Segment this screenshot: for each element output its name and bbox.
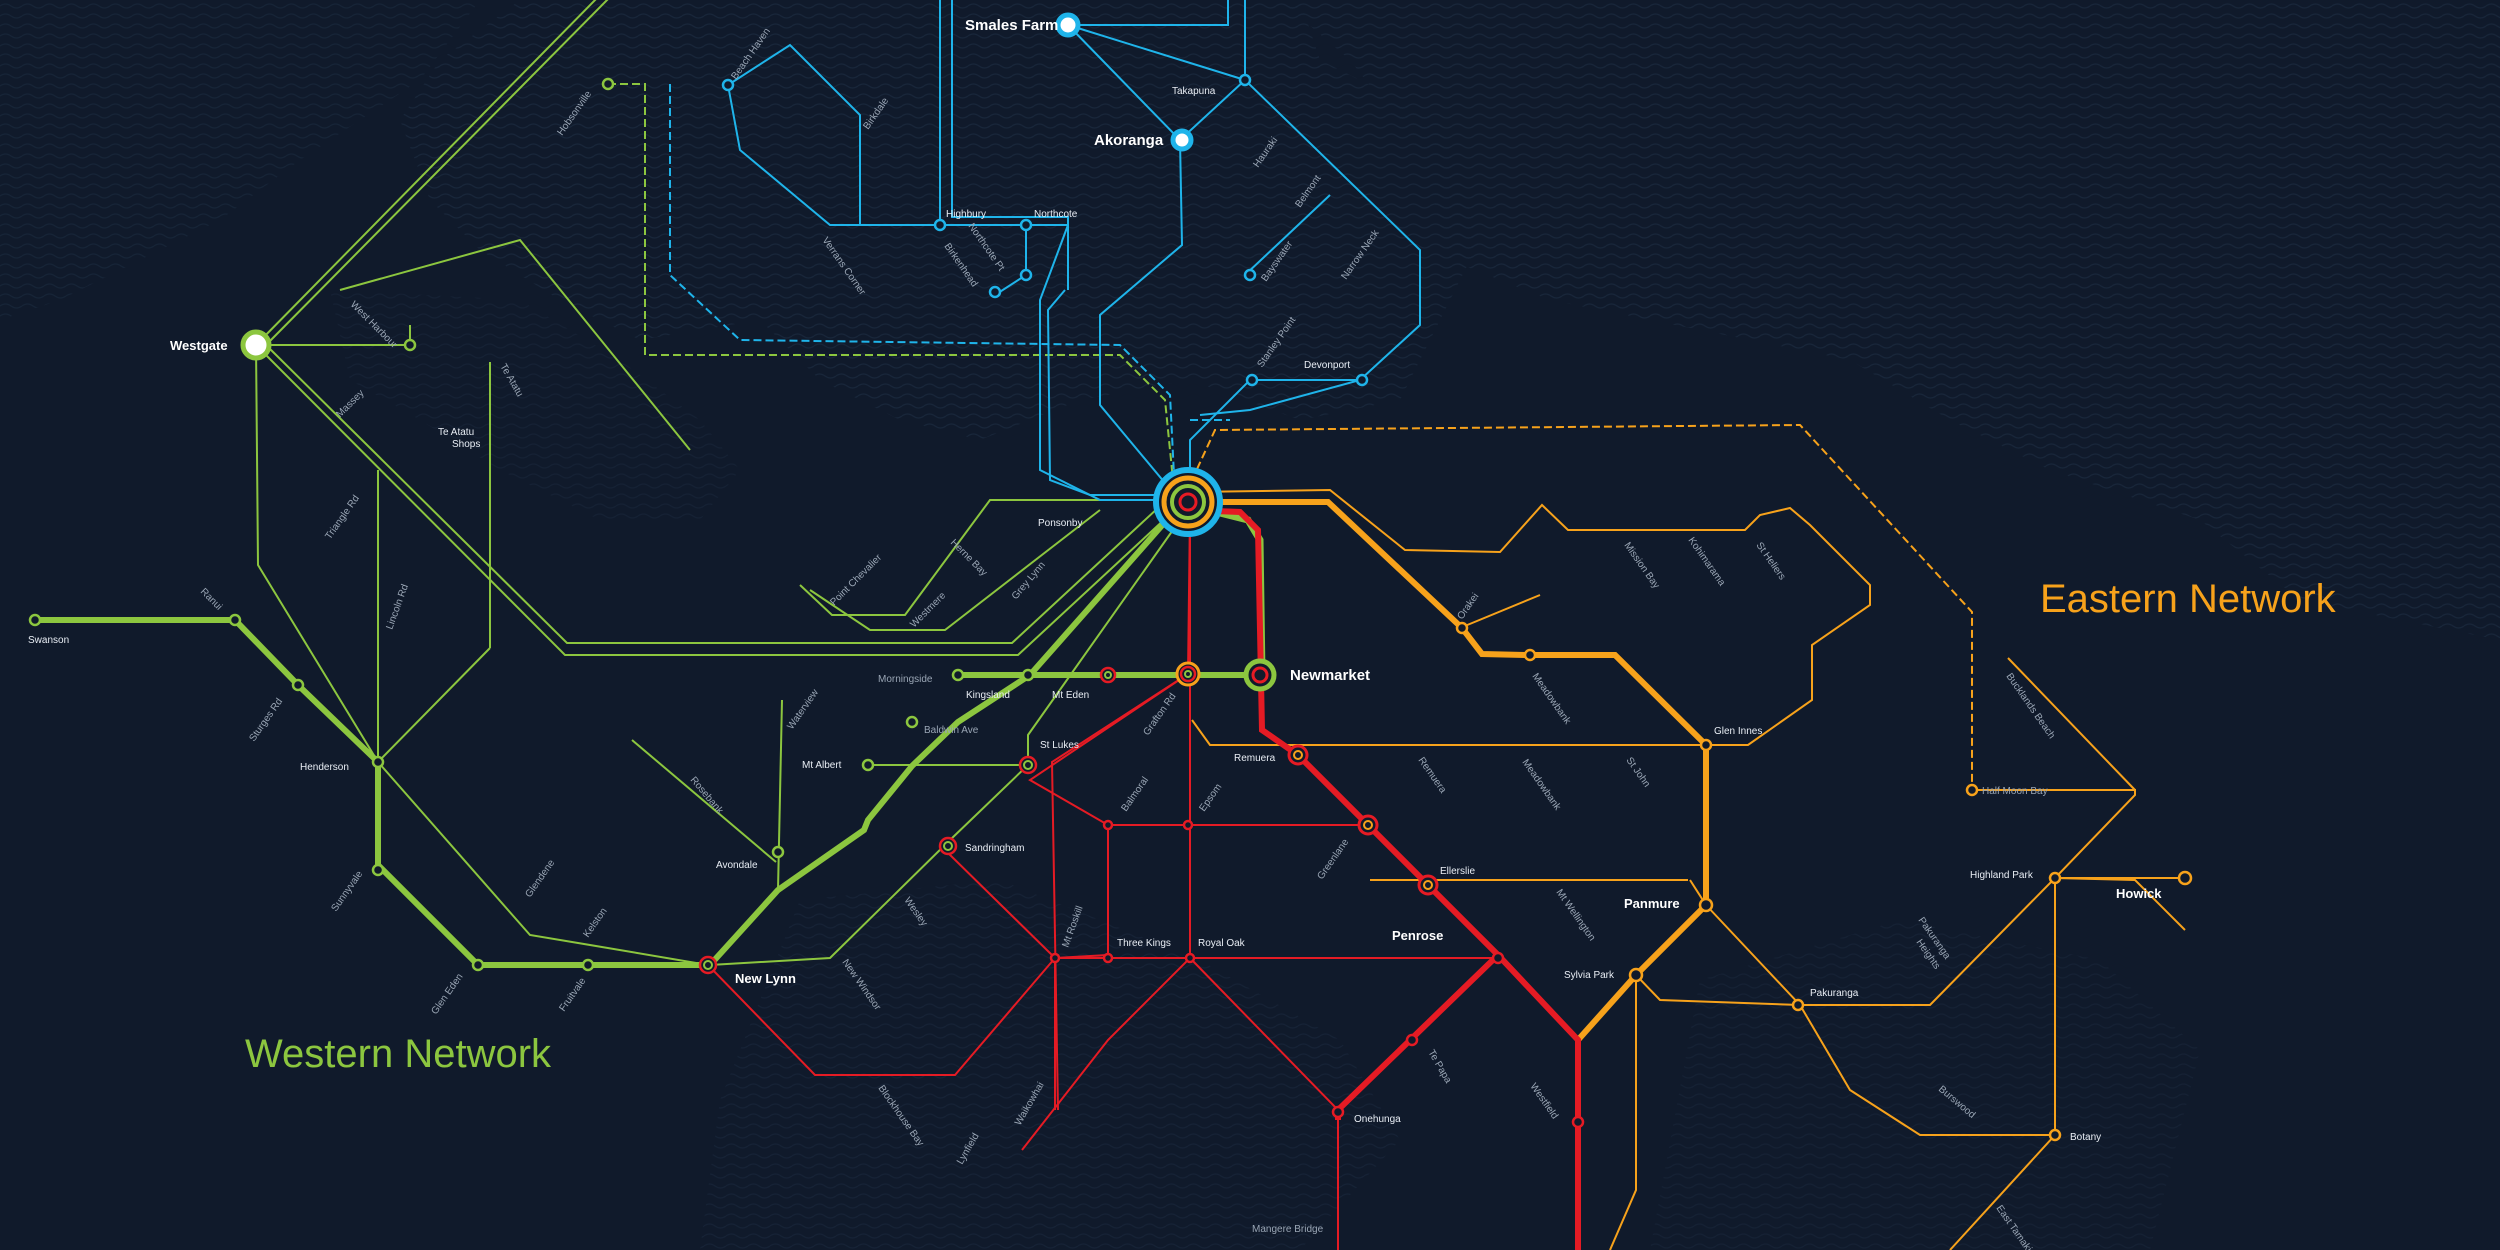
station-label: Swanson [28,635,69,646]
station-label: Newmarket [1290,667,1370,684]
station-label: Pakuranga [1810,988,1859,999]
station-label: Te Atatu [438,427,474,438]
station-label: Northcote [1034,209,1078,220]
station-label: Henderson [300,762,349,773]
station-label: Morningside [878,674,933,685]
station-label: Highland Park [1970,870,2034,881]
station-label: Kingsland [966,690,1010,701]
station-label: Remuera [1234,753,1276,764]
station-label: New Lynn [735,971,796,986]
station-label: Sandringham [965,843,1024,854]
station-label: Highbury [946,209,986,220]
station-label: Mangere Bridge [1252,1224,1324,1235]
station-label: Avondale [716,860,758,871]
station-markers [28,12,2193,1142]
eastern-lines [1189,423,2186,1250]
station-label: Botany [2070,1132,2101,1143]
station-label: Devonport [1304,360,1350,371]
station-label: Mt Eden [1052,690,1089,701]
station-label: Shops [452,439,480,450]
station-label: Penrose [1392,928,1443,943]
station-label: Onehunga [1354,1114,1401,1125]
station-label: Howick [2116,886,2162,901]
station-label: Panmure [1624,896,1680,911]
station-label: Smales Farm [965,17,1058,34]
station-label: Westgate [170,338,228,353]
station-label: Baldwin Ave [924,725,979,736]
station-label: St Lukes [1040,740,1079,751]
station-label: Ellerslie [1440,866,1475,877]
eastern-network-label: Eastern Network [2040,577,2337,621]
station-label: Glen Innes [1714,726,1762,737]
station-label: Half Moon Bay [1982,786,2048,797]
station-label: Akoranga [1094,132,1164,149]
station-label: Three Kings [1117,938,1171,949]
station-label: Takapuna [1172,86,1216,97]
station-label: Ponsonby [1038,518,1082,529]
western-network-label: Western Network [245,1032,552,1076]
station-label: Royal Oak [1198,938,1246,949]
station-label: Mt Albert [802,760,842,771]
station-label: Sylvia Park [1564,970,1615,981]
